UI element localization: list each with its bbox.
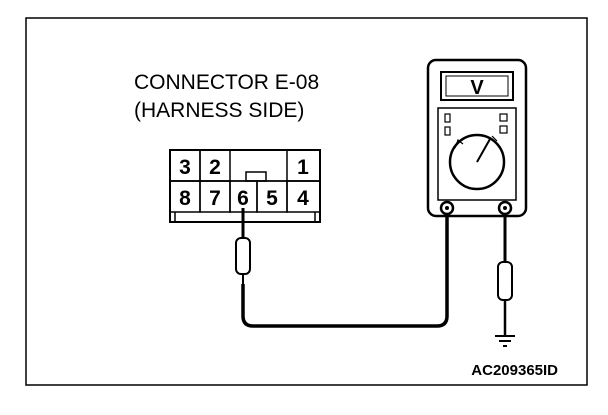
pin-cell-4	[286, 180, 321, 213]
ground-probe	[497, 261, 513, 336]
meter-indicator-2	[444, 126, 451, 136]
meter-dial-tick-left	[454, 139, 464, 149]
meter-display	[440, 71, 514, 101]
meter-display-inner	[445, 75, 509, 97]
pin-label-4: 4	[297, 187, 309, 210]
test-lead-positive	[241, 210, 449, 328]
pin-label-8: 8	[179, 187, 191, 210]
pin-label-3: 3	[179, 156, 191, 179]
connector-subtitle: (HARNESS SIDE)	[134, 99, 304, 122]
diagram-frame	[25, 17, 588, 386]
pin-label-6: 6	[237, 187, 249, 210]
pin-label-5: 5	[266, 187, 278, 210]
ground-probe-handle	[497, 261, 513, 301]
meter-dial-pointer	[476, 138, 491, 163]
meter-button-1	[499, 113, 508, 122]
meter-jack-negative-center	[503, 206, 507, 210]
pin-label-7: 7	[209, 187, 221, 210]
pin-label-2: 2	[209, 156, 221, 179]
meter-dial-tick-right	[491, 135, 498, 142]
connector-title: CONNECTOR E-08	[134, 71, 319, 94]
connector-e08: 3 2 1 8 7 6 5 4	[169, 149, 321, 223]
voltmeter: V	[426, 58, 528, 218]
connector-latch	[245, 171, 267, 182]
probe-pin-6	[235, 208, 251, 284]
meter-button-2	[499, 125, 508, 134]
meter-control-panel	[437, 107, 517, 201]
meter-jack-positive-center	[445, 206, 449, 210]
connector-lip	[174, 212, 316, 222]
meter-indicator-1	[444, 113, 451, 123]
meter-v-symbol: V	[470, 77, 484, 99]
probe-handle	[235, 237, 251, 275]
ground-icon	[495, 335, 515, 347]
figure-id: AC209365ID	[471, 362, 558, 379]
pin-label-1: 1	[297, 156, 309, 179]
